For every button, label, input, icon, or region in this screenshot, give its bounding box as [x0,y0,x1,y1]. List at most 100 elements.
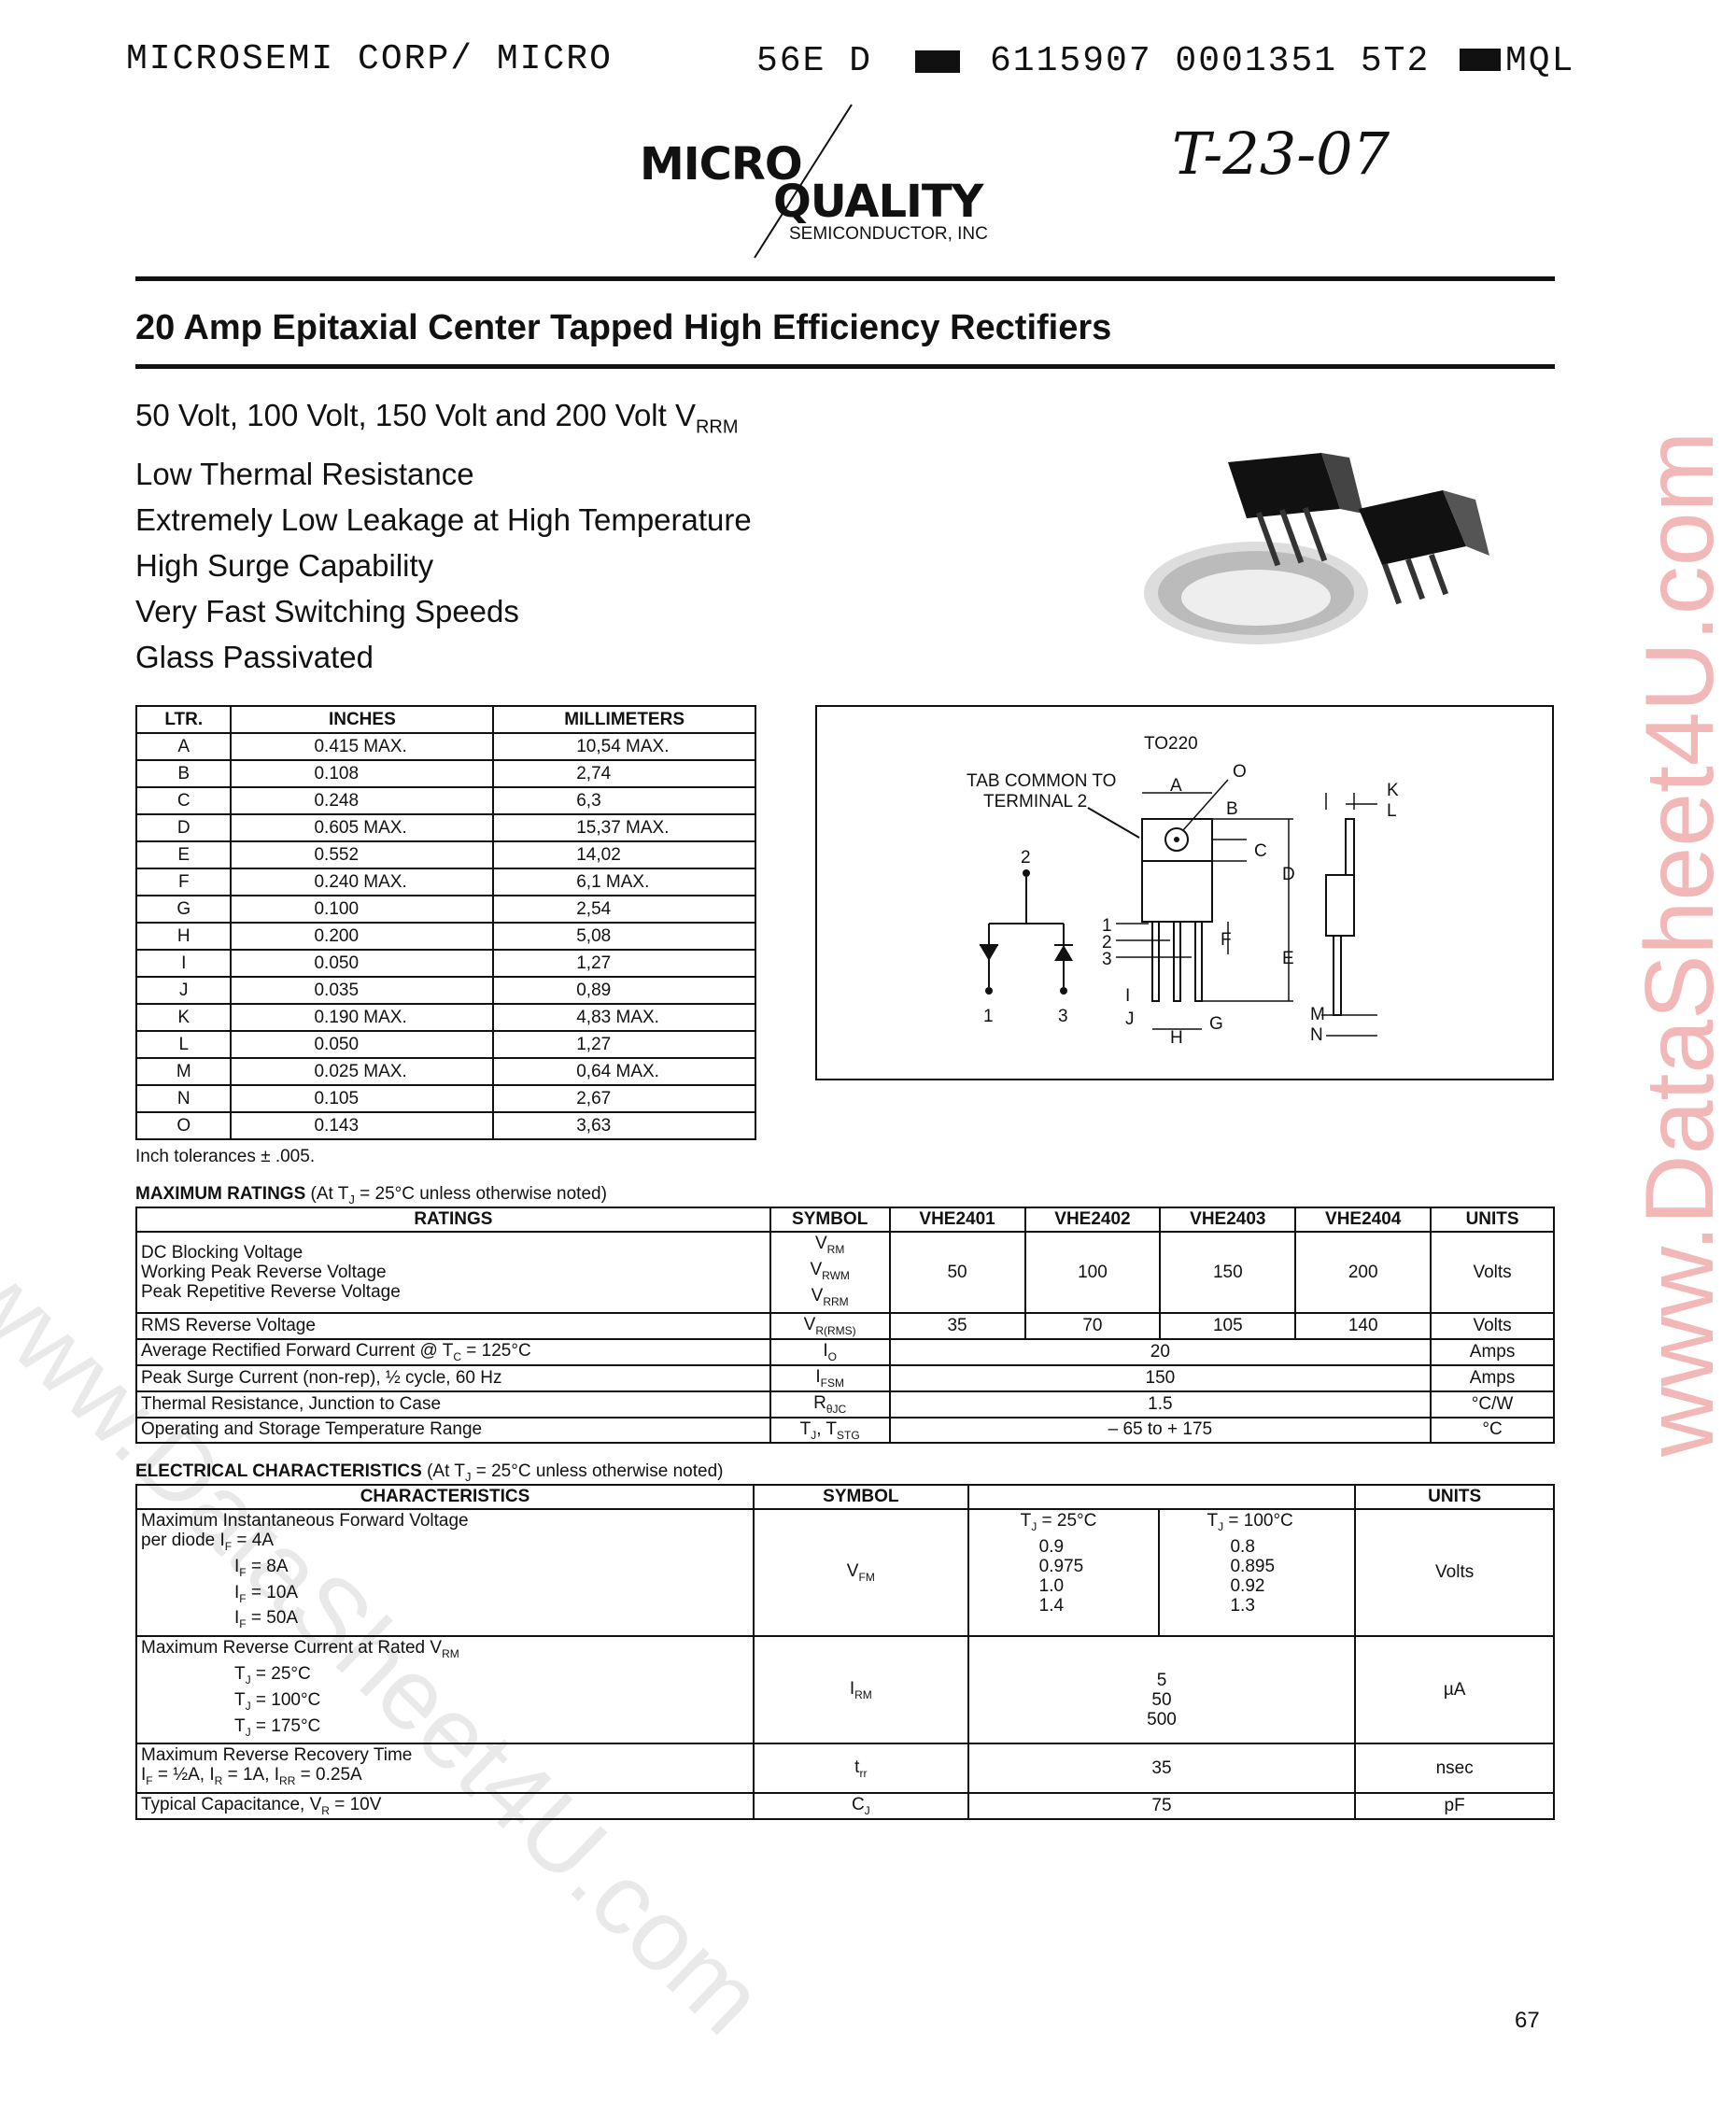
logo-micro: MICRO [640,138,803,191]
tab-note-2: TERMINAL 2 [983,792,1087,812]
dim-mm: 0,64 MAX. [492,1057,756,1086]
feature-list: 50 Volt, 100 Volt, 150 Volt and 200 Volt… [135,392,752,680]
dim-inches: 0.050 [230,949,495,978]
dim-letter: B [134,759,233,788]
dim-mm: 10,54 MAX. [492,732,756,761]
dim-mm: 2,74 [492,759,756,788]
svg-text:N: N [1310,1025,1323,1045]
dim-mm: 2,67 [492,1084,756,1113]
tolerance-note: Inch tolerances ± .005. [135,1147,316,1166]
feature-leakage: Extremely Low Leakage at High Temperatur… [135,501,752,537]
dim-mm: 6,3 [492,786,756,815]
svg-text:2: 2 [1102,933,1112,953]
dim-letter: D [134,813,233,842]
handwritten-code: T-23-07 [1172,120,1390,188]
dim-letter: G [134,895,233,924]
char-row-forward-voltage: Maximum Instantaneous Forward Voltage pe… [135,1507,1555,1638]
max-ratings-table: RATINGS SYMBOL VHE2401 VHE2402 VHE2403 V… [135,1207,1555,1445]
max-ratings-header: RATINGS SYMBOL VHE2401 VHE2402 VHE2403 V… [135,1207,1555,1233]
rating-row-thermal: Thermal Resistance, Junction to Case RθJ… [135,1390,1555,1418]
electrical-table: CHARACTERISTICS SYMBOL UNITS Maximum Ins… [135,1484,1555,1820]
svg-text:G: G [1209,1014,1223,1034]
dim-inches: 0.200 [230,922,495,951]
dim-mm: 15,37 MAX. [492,813,756,842]
feature-glass: Glass Passivated [135,639,374,674]
typed-numbers: 6115907 0001351 5T2 [990,41,1431,81]
feature-surge: High Surge Capability [135,547,434,583]
dim-mm: 5,08 [492,922,756,951]
package-diagram: TO220 TAB COMMON TO TERMINAL 2 2 1 3 1 2… [815,705,1554,1080]
page-title: 20 Amp Epitaxial Center Tapped High Effi… [135,308,1112,347]
pin2-label: 2 [1021,848,1031,868]
redaction-block-2 [1460,49,1501,71]
logo-quality: QUALITY [773,176,983,228]
dim-inches: 0.108 [230,759,495,788]
title-rule [135,364,1555,369]
svg-text:J: J [1125,1009,1135,1029]
dim-mm: 6,1 MAX. [492,868,756,896]
logo-semiconductor: SEMICONDUCTOR, INC [789,224,988,244]
product-photo [1144,453,1489,644]
svg-text:D: D [1282,865,1295,884]
dim-mm: 1,27 [492,949,756,978]
dim-letter: L [134,1030,233,1059]
dim-mm: 4,83 MAX. [492,1003,756,1032]
dim-inches: 0.552 [230,840,495,869]
svg-text:L: L [1387,801,1397,821]
dim-letter: A [134,732,233,761]
side-watermark: www.DataSheet4U.com [1626,430,1734,1457]
svg-text:C: C [1254,841,1267,861]
svg-text:B: B [1226,799,1238,819]
dim-letter: M [134,1057,233,1086]
dim-letter: N [134,1084,233,1113]
svg-text:M: M [1310,1005,1325,1024]
dim-inches: 0.105 [230,1084,495,1113]
rating-row-temperature: Operating and Storage Temperature Range … [135,1416,1555,1445]
svg-text:F: F [1221,930,1232,950]
char-row-capacitance: Typical Capacitance, VR = 10V CJ 75 pF [135,1792,1555,1820]
dim-inches: 0.190 MAX. [230,1003,495,1032]
svg-text:I: I [1125,986,1130,1006]
dim-letter: O [134,1111,233,1140]
rating-row-surge: Peak Surge Current (non-rep), ½ cycle, 6… [135,1363,1555,1392]
electrical-header: CHARACTERISTICS SYMBOL UNITS [135,1484,1555,1510]
rating-row-voltage: DC Blocking Voltage Working Peak Reverse… [135,1230,1555,1315]
dim-mm: 14,02 [492,840,756,869]
dim-inches: 0.050 [230,1030,495,1059]
char-row-reverse-current: Maximum Reverse Current at Rated VRM TJ … [135,1635,1555,1745]
electrical-heading: ELECTRICAL CHARACTERISTICS (At TJ = 25°C… [135,1461,724,1484]
col-ltr: LTR. [134,705,233,734]
dim-letter: E [134,840,233,869]
feature-thermal: Low Thermal Resistance [135,456,474,491]
pin3-label: 3 [1058,1007,1068,1026]
dimension-header-row: LTR. INCHES MILLIMETERS [134,705,756,734]
tab-note-1: TAB COMMON TO [967,771,1116,791]
dim-letter: K [134,1003,233,1032]
logo-slash [754,104,853,259]
svg-text:E: E [1282,949,1294,968]
pin1-label: 1 [983,1007,994,1026]
dim-mm: 3,63 [492,1111,756,1140]
dim-inches: 0.100 [230,895,495,924]
dim-letter: F [134,868,233,896]
dim-inches: 0.025 MAX. [230,1057,495,1086]
col-inches: INCHES [230,705,495,734]
svg-text:3: 3 [1102,950,1112,969]
page-number: 67 [1515,2008,1540,2033]
dim-letter: H [134,922,233,951]
svg-text:A: A [1170,776,1182,796]
page-title-wrap: 20 Amp Epitaxial Center Tapped High Effi… [135,308,1111,348]
